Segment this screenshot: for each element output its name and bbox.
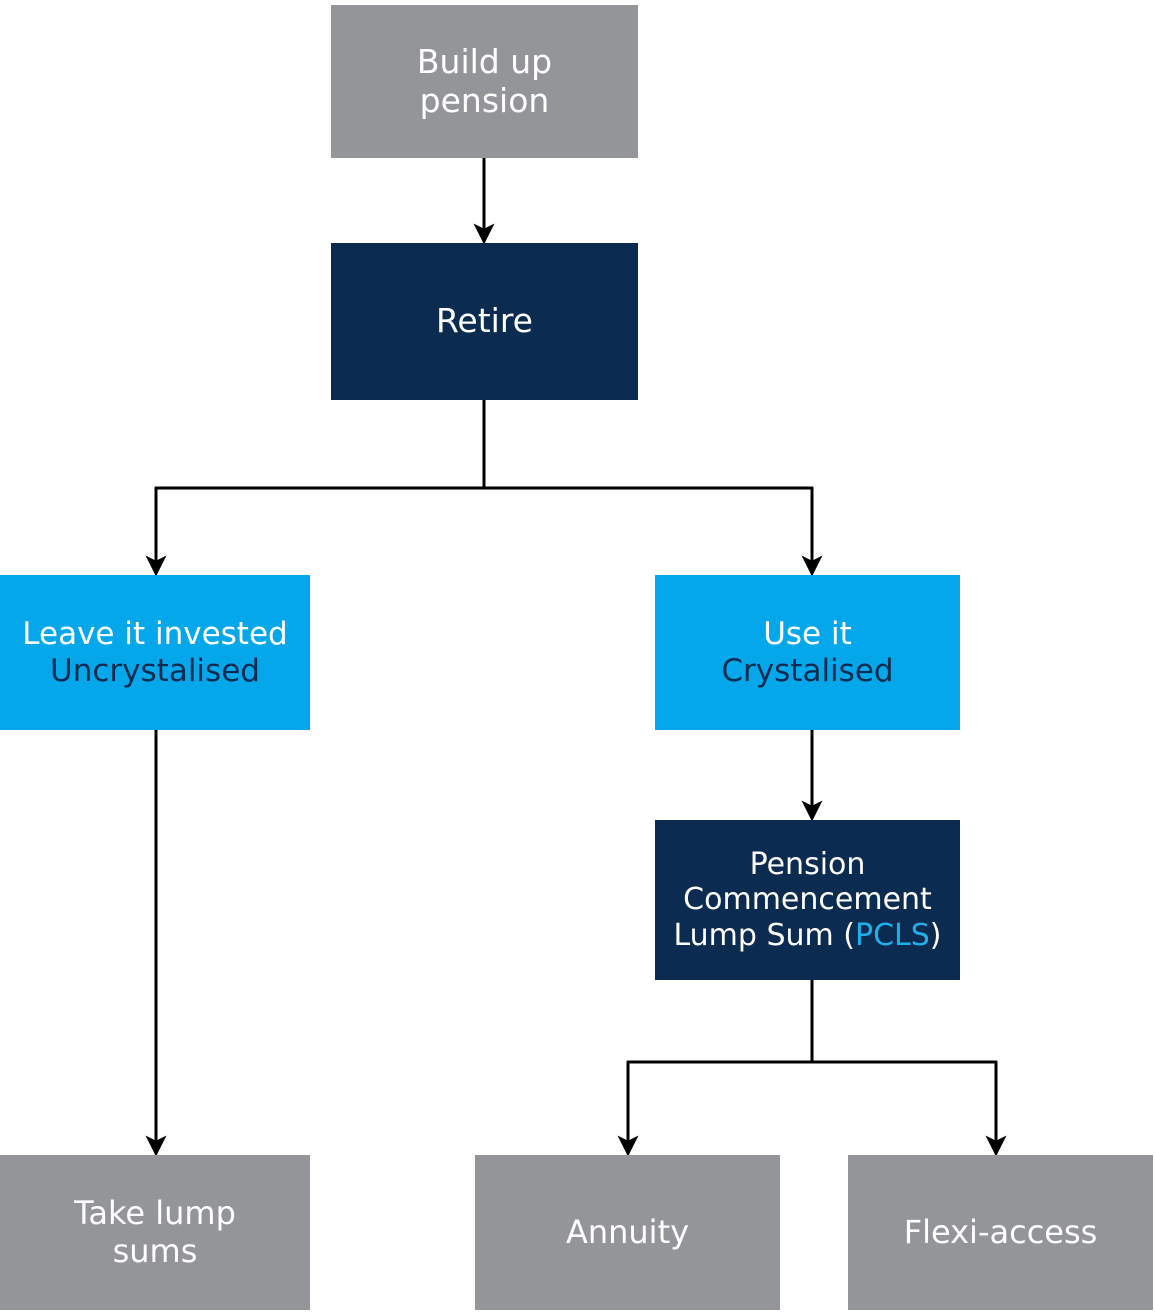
node-pcls-line-3: Lump Sum (PCLS) — [673, 918, 941, 953]
node-leave-it-invested-line-2: Uncrystalised — [50, 652, 260, 689]
node-pcls-line-2: Commencement — [683, 882, 932, 918]
node-pcls-line-3-prefix: Lump Sum ( — [673, 917, 855, 953]
node-build-up-pension-line-2: pension — [419, 80, 550, 120]
node-leave-it-invested-line-1: Leave it invested — [22, 615, 288, 652]
connector-pcls-split — [617, 980, 1007, 1157]
node-retire-label: Retire — [435, 301, 533, 341]
node-build-up-pension[interactable]: Build up pension — [331, 5, 638, 158]
node-annuity[interactable]: Annuity — [475, 1155, 780, 1310]
node-flexi-access[interactable]: Flexi-access — [848, 1155, 1153, 1310]
node-take-lump-sums[interactable]: Take lump sums — [0, 1155, 310, 1310]
node-pcls-acronym: PCLS — [855, 917, 930, 953]
node-take-lump-sums-line-1: Take lump — [74, 1193, 236, 1232]
node-annuity-label: Annuity — [565, 1212, 690, 1251]
node-pcls-line-1: Pension — [749, 846, 866, 882]
node-flexi-access-label: Flexi-access — [903, 1212, 1098, 1251]
node-retire[interactable]: Retire — [331, 243, 638, 400]
node-use-it-line-2: Crystalised — [721, 652, 894, 689]
node-build-up-pension-line-1: Build up — [416, 41, 553, 81]
node-take-lump-sums-line-2: sums — [112, 1231, 198, 1270]
node-use-it-line-1: Use it — [763, 615, 852, 652]
node-pcls-line-3-suffix: ) — [929, 917, 942, 953]
connector-retire-split — [145, 400, 823, 577]
node-use-it[interactable]: Use it Crystalised — [655, 575, 960, 730]
node-pension-commencement-lump-sum[interactable]: Pension Commencement Lump Sum (PCLS) — [655, 820, 960, 980]
node-leave-it-invested[interactable]: Leave it invested Uncrystalised — [0, 575, 310, 730]
